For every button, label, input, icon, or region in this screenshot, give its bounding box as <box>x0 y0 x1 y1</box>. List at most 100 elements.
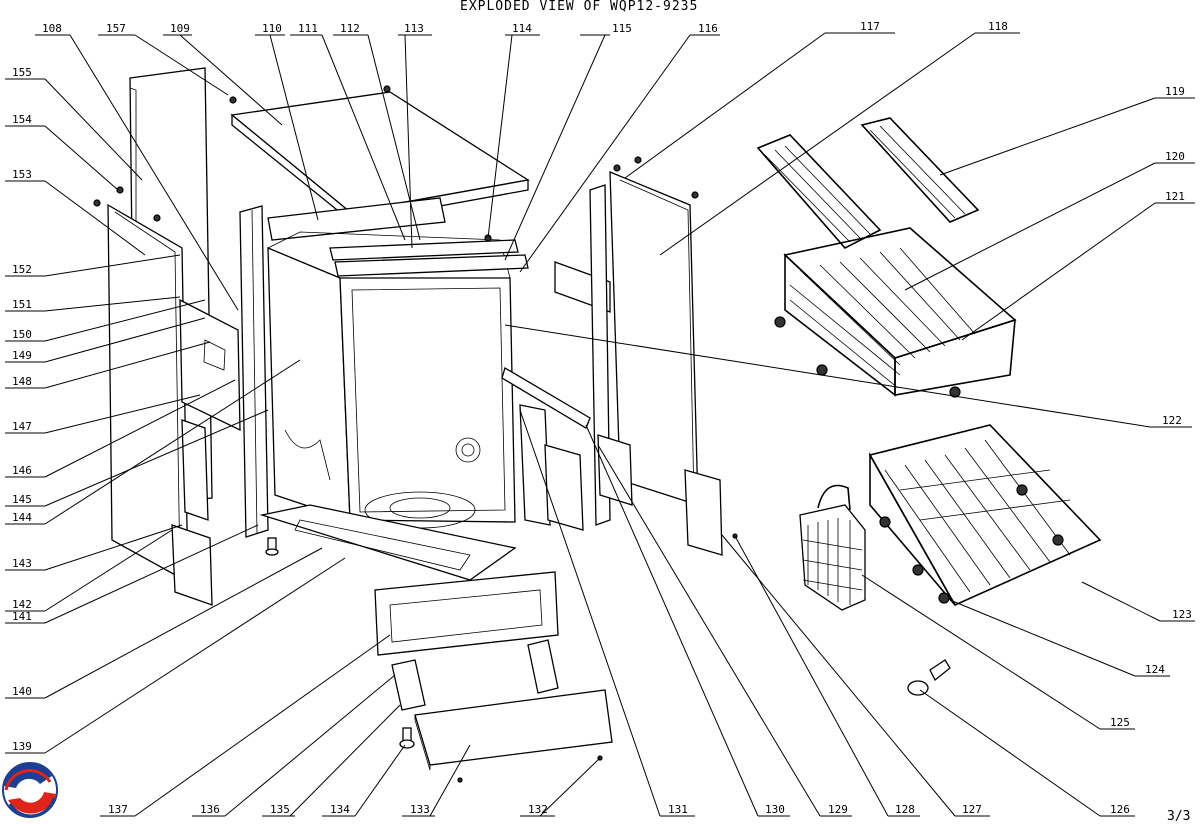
part-label-117: 117 <box>860 20 880 33</box>
leader-line-143 <box>44 524 183 571</box>
part-label-119: 119 <box>1165 85 1185 98</box>
leader-line-126 <box>919 689 1101 817</box>
part-label-152: 152 <box>12 263 32 276</box>
bottom-cover-plate <box>414 689 613 771</box>
part-label-114: 114 <box>512 22 532 35</box>
part-label-144: 144 <box>12 511 32 524</box>
part-label-113: 113 <box>404 22 424 35</box>
leader-line-109 <box>179 34 283 126</box>
part-label-148: 148 <box>12 375 32 388</box>
part-label-110: 110 <box>262 22 282 35</box>
inner-tub <box>267 231 516 529</box>
leader-line-120 <box>904 162 1156 291</box>
upper-basket <box>774 227 1017 398</box>
leader-line-125 <box>861 574 1101 730</box>
top-cover-plate <box>267 197 446 241</box>
leader-line-119 <box>939 97 1156 176</box>
leader-line-124 <box>949 599 1136 677</box>
leader-line-142 <box>44 529 173 612</box>
left-lower-bracket <box>171 419 213 606</box>
front-kick-plate <box>374 571 559 656</box>
leader-line-123 <box>1081 581 1161 622</box>
leader-line-139 <box>44 557 346 754</box>
leader-line-153 <box>44 180 146 256</box>
leader-line-149 <box>44 317 206 363</box>
spray-nozzle <box>907 659 951 696</box>
part-label-120: 120 <box>1165 150 1185 163</box>
part-label-149: 149 <box>12 349 32 362</box>
screws <box>93 85 738 783</box>
part-label-153: 153 <box>12 168 32 181</box>
leader-line-116 <box>519 34 691 273</box>
leader-line-154 <box>44 125 119 191</box>
leader-line-111 <box>321 34 406 241</box>
part-label-129: 129 <box>828 803 848 816</box>
leveling-foot-front <box>399 727 415 749</box>
leader-line-151 <box>44 296 181 312</box>
part-label-145: 145 <box>12 493 32 506</box>
part-label-127: 127 <box>962 803 982 816</box>
leader-line-136 <box>224 674 396 817</box>
leader-line-144 <box>44 359 301 525</box>
leader-line-108 <box>69 34 239 311</box>
part-label-139: 139 <box>12 740 32 753</box>
part-label-109: 109 <box>170 22 190 35</box>
leader-line-140 <box>44 547 323 699</box>
part-label-124: 124 <box>1145 663 1165 676</box>
cutlery-tray-upper <box>756 134 882 249</box>
leader-line-147 <box>44 394 201 434</box>
leader-lines <box>5 32 1195 817</box>
part-label-141: 141 <box>12 610 32 623</box>
leader-line-152 <box>44 254 181 277</box>
cutlery-tray-lower <box>860 117 980 223</box>
part-label-134: 134 <box>330 803 350 816</box>
part-label-151: 151 <box>12 298 32 311</box>
cutlery-basket <box>799 484 866 611</box>
leader-line-141 <box>44 524 259 624</box>
door-side-strip <box>519 404 584 531</box>
leader-line-118 <box>659 32 976 256</box>
part-label-116: 116 <box>698 22 718 35</box>
leader-line-114 <box>487 34 513 239</box>
part-label-135: 135 <box>270 803 290 816</box>
part-label-115: 115 <box>612 22 632 35</box>
tub-top-rail <box>329 239 529 277</box>
leader-line-115 <box>504 34 606 261</box>
leader-line-155 <box>44 78 143 181</box>
part-label-147: 147 <box>12 420 32 433</box>
part-label-131: 131 <box>668 803 688 816</box>
leader-line-157 <box>134 34 229 96</box>
leader-line-135 <box>289 704 401 817</box>
foot-bracket-right <box>527 639 559 694</box>
leader-line-145 <box>44 409 269 507</box>
part-label-112: 112 <box>340 22 360 35</box>
part-label-130: 130 <box>765 803 785 816</box>
part-label-125: 125 <box>1110 716 1130 729</box>
leader-line-148 <box>44 341 211 389</box>
part-label-111: 111 <box>298 22 318 35</box>
left-frame-column <box>239 205 269 538</box>
leader-line-122 <box>504 324 1151 428</box>
leader-line-137 <box>134 634 391 817</box>
part-label-155: 155 <box>12 66 32 79</box>
leader-line-128 <box>734 535 889 817</box>
leader-line-113 <box>404 34 413 249</box>
leader-line-132 <box>539 757 601 817</box>
leader-line-150 <box>44 299 206 342</box>
part-label-108: 108 <box>42 22 62 35</box>
leader-line-133 <box>429 744 471 817</box>
foot-bracket-left <box>391 659 426 711</box>
part-label-128: 128 <box>895 803 915 816</box>
diagram-title: EXPLODED VIEW OF WQP12-9235 <box>460 0 698 14</box>
leader-line-129 <box>597 444 821 817</box>
part-label-146: 146 <box>12 464 32 477</box>
part-label-123: 123 <box>1172 608 1192 621</box>
part-label-142: 142 <box>12 598 32 611</box>
leader-line-110 <box>269 34 319 221</box>
leveling-foot-left <box>265 537 279 556</box>
part-label-154: 154 <box>12 113 32 126</box>
lower-basket <box>868 424 1102 607</box>
leader-line-130 <box>585 424 759 817</box>
leader-line-117 <box>624 32 826 179</box>
